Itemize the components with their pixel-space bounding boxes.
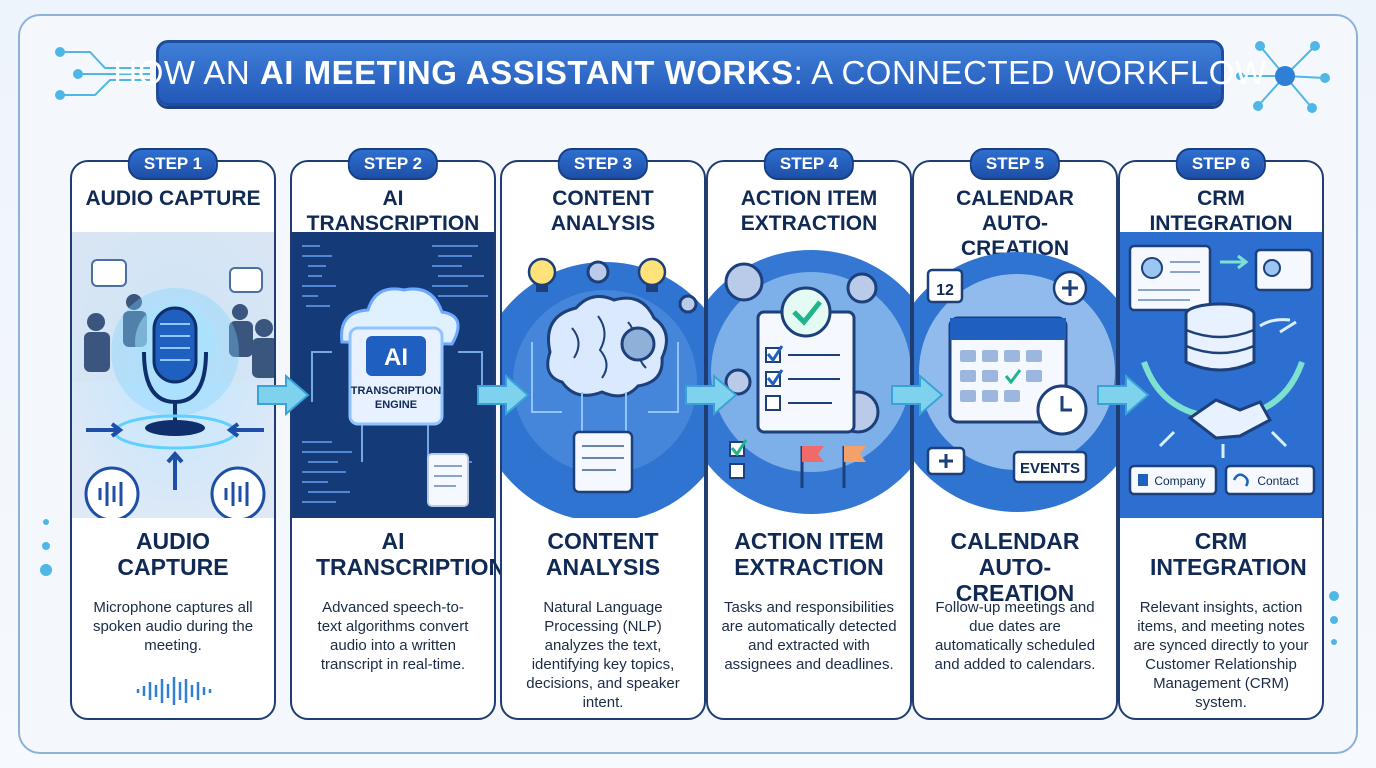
step-badge: STEP 5 bbox=[969, 148, 1061, 180]
step-title: AUDIO CAPTURE bbox=[117, 528, 229, 580]
audio-capture-illustration bbox=[72, 232, 274, 518]
contact-chip bbox=[1224, 464, 1316, 496]
events-badge bbox=[1012, 450, 1088, 484]
step-card-2: STEP 2 AI TRANSCRIPTION AI TRANSCRIPTION… bbox=[290, 148, 506, 720]
svg-text:TRANSCRIPTION: TRANSCRIPTION bbox=[351, 385, 442, 397]
step-description: Natural Language Processing (NLP) analyz… bbox=[526, 599, 680, 711]
flow-arrow bbox=[257, 373, 310, 417]
microphone-icon bbox=[142, 306, 208, 436]
waveform-icon bbox=[136, 677, 212, 705]
calendar-icon bbox=[948, 316, 1068, 424]
document-icon bbox=[427, 453, 469, 507]
step-badge: STEP 3 bbox=[557, 148, 649, 180]
step-card-5: STEP 5 CALENDAR AUTO-CREATION 12 bbox=[912, 148, 1118, 720]
step-title: AI TRANSCRIPTION bbox=[316, 528, 506, 580]
flow-arrow bbox=[1097, 373, 1150, 417]
step-card-4: STEP 4 ACTION ITEM EXTRACTION bbox=[706, 148, 912, 720]
company-chip bbox=[1128, 464, 1218, 496]
document-icon bbox=[572, 430, 634, 494]
step-heading: ACTION ITEM EXTRACTION bbox=[740, 187, 878, 235]
network-decoration-right bbox=[1236, 41, 1330, 113]
gear-icon bbox=[586, 260, 610, 284]
step-heading: CONTENT ANALYSIS bbox=[550, 187, 656, 235]
step-description: Follow-up meetings and due dates are aut… bbox=[934, 599, 1096, 673]
database-icon bbox=[1184, 302, 1256, 372]
flow-arrow bbox=[477, 373, 530, 417]
step-card-3: STEP 3 CONTENT ANALYSIS CONTENT ANALYSIS… bbox=[500, 148, 706, 720]
checklist-icon bbox=[756, 310, 856, 434]
step-badge: STEP 2 bbox=[347, 148, 439, 180]
ai-transcription-illustration: AI TRANSCRIPTION ENGINE bbox=[292, 232, 494, 518]
network-decoration-left bbox=[55, 47, 150, 100]
dot-decoration bbox=[1329, 591, 1339, 645]
svg-text:Company: Company bbox=[1154, 474, 1205, 488]
svg-text:ENGINE: ENGINE bbox=[375, 399, 417, 411]
step-badge: STEP 6 bbox=[1175, 148, 1267, 180]
step-title: CRM INTEGRATION bbox=[1150, 528, 1307, 580]
title-banner: HOW AN AI MEETING ASSISTANT WORKS: A CON… bbox=[113, 40, 1266, 106]
step-description: Advanced speech-to-text algorithms conve… bbox=[317, 599, 469, 673]
flow-arrow bbox=[685, 373, 738, 417]
svg-text:Contact: Contact bbox=[1257, 474, 1299, 488]
step-card-6: STEP 6 CRM INTEGRATION Compan bbox=[1118, 148, 1324, 720]
step-card-1: STEP 1 AUDIO CAPTURE bbox=[70, 148, 276, 720]
ai-cloud-icon: AI TRANSCRIPTION ENGINE bbox=[340, 287, 460, 426]
step-description: Tasks and responsibilities are automatic… bbox=[721, 599, 897, 673]
lightbulb-icon bbox=[527, 257, 667, 292]
handshake-icon bbox=[1187, 398, 1273, 440]
svg-text:EVENTS: EVENTS bbox=[1020, 460, 1080, 477]
step-heading: CRM INTEGRATION bbox=[1149, 187, 1293, 235]
step-badge: STEP 1 bbox=[127, 148, 219, 180]
svg-text:AI: AI bbox=[384, 344, 408, 371]
step-heading: CALENDAR AUTO-CREATION bbox=[956, 187, 1074, 260]
step-description: Microphone captures all spoken audio dur… bbox=[92, 599, 254, 654]
step-description: Relevant insights, action items, and mee… bbox=[1133, 599, 1309, 711]
crm-integration-illustration: Company Contact bbox=[1120, 232, 1322, 518]
step-heading: AUDIO CAPTURE bbox=[85, 187, 261, 210]
action-item-extraction-illustration bbox=[708, 232, 910, 518]
step-title: ACTION ITEM EXTRACTION bbox=[734, 528, 884, 580]
flag-icon bbox=[800, 446, 866, 488]
brain-icon bbox=[546, 294, 668, 398]
dot-decoration bbox=[40, 519, 52, 576]
step-badge: STEP 4 bbox=[763, 148, 855, 180]
step-title: CALENDAR AUTO-CREATION bbox=[950, 528, 1080, 606]
flow-arrow bbox=[891, 373, 944, 417]
content-analysis-illustration bbox=[502, 232, 704, 518]
step-heading: AI TRANSCRIPTION bbox=[306, 187, 480, 235]
step-title: CONTENT ANALYSIS bbox=[545, 528, 661, 580]
svg-text:12: 12 bbox=[936, 282, 954, 299]
page-title: HOW AN AI MEETING ASSISTANT WORKS: A CON… bbox=[113, 54, 1267, 91]
calendar-illustration: 12 EVENTS bbox=[914, 232, 1116, 518]
